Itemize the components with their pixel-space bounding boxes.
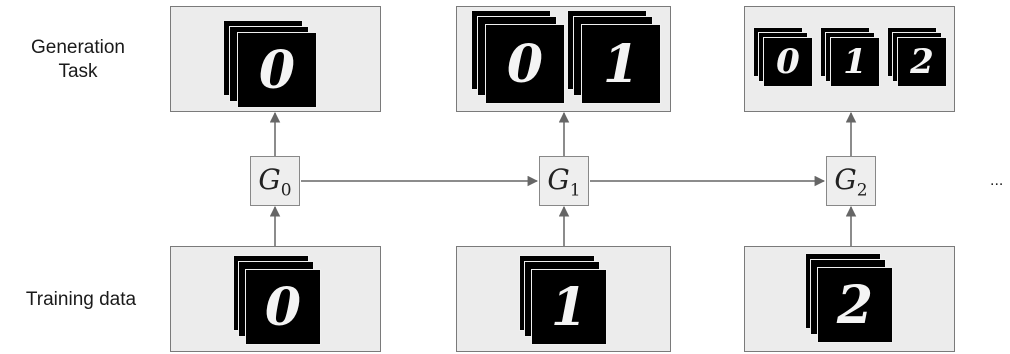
generation-panel-2: 0 1 2 bbox=[744, 6, 955, 112]
generator-node-0: G0 bbox=[250, 156, 300, 206]
sample-stack: 0 bbox=[471, 10, 567, 106]
sample-stack: 0 bbox=[233, 255, 323, 347]
generator-node-2: G2 bbox=[826, 156, 876, 206]
digit-image: 1 bbox=[602, 33, 640, 95]
digit-image: 0 bbox=[506, 33, 544, 95]
digit-image: 1 bbox=[843, 42, 867, 82]
sample-stack: 0 bbox=[223, 20, 319, 108]
sample-stack: 2 bbox=[805, 253, 897, 347]
sample-stack: 1 bbox=[820, 27, 882, 89]
training-data-label: Training data bbox=[6, 288, 156, 312]
sample-stack: 1 bbox=[519, 255, 609, 347]
training-panel-2: 2 bbox=[744, 246, 955, 352]
sample-stack: 2 bbox=[887, 27, 949, 89]
generation-panel-1: 0 1 bbox=[456, 6, 671, 112]
continuation-ellipsis: ... bbox=[990, 172, 1004, 189]
digit-image: 2 bbox=[910, 42, 934, 82]
generation-task-label-text: Generation Task bbox=[30, 37, 125, 82]
training-data-label-text: Training data bbox=[25, 289, 137, 310]
sample-stack: 0 bbox=[753, 27, 815, 89]
digit-image: 0 bbox=[776, 42, 800, 82]
digit-image: 0 bbox=[264, 276, 302, 338]
generation-task-label: Generation Task bbox=[18, 36, 138, 84]
training-panel-0: 0 bbox=[170, 246, 381, 352]
generator-node-1: G1 bbox=[539, 156, 589, 206]
digit-image: 0 bbox=[258, 39, 296, 101]
digit-image: 1 bbox=[550, 276, 588, 338]
training-panel-1: 1 bbox=[456, 246, 671, 352]
sample-stack: 1 bbox=[567, 10, 663, 106]
digit-image: 2 bbox=[836, 274, 874, 336]
generation-panel-0: 0 bbox=[170, 6, 381, 112]
